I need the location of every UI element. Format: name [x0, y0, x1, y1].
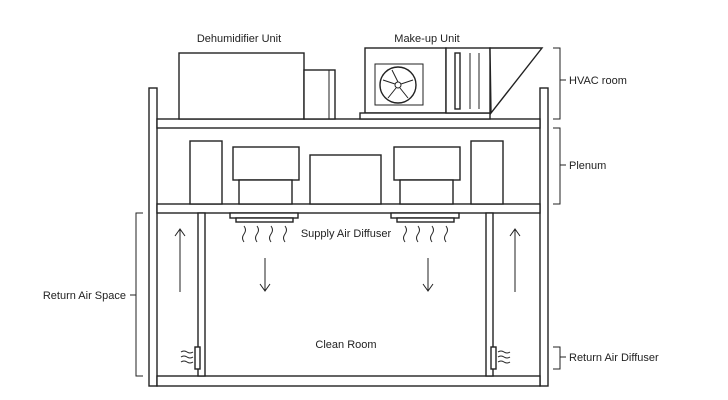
- makeup-unit: [359, 47, 544, 120]
- right-inner-wall: [485, 212, 494, 377]
- arrow-up-icon: [509, 228, 521, 292]
- makeup-unit-body: [364, 47, 447, 114]
- airflow-wave-icon: [403, 225, 448, 243]
- plenum-label: Plenum: [569, 160, 606, 172]
- return-air-space-label: Return Air Space: [43, 290, 126, 302]
- dehumidifier-side-module: [303, 69, 336, 120]
- arrow-down-icon: [259, 258, 271, 292]
- fan-filter-unit-right-bottom: [399, 179, 454, 205]
- annotation-brackets: [130, 47, 566, 377]
- fan-filter-unit-right-top: [393, 146, 461, 181]
- clean-room-label: Clean Room: [315, 339, 376, 351]
- fan-filter-unit-left-bottom: [238, 179, 293, 205]
- supply-air-diffuser-label: Supply Air Diffuser: [301, 228, 392, 240]
- supply-air-diffuser-left: [229, 212, 299, 243]
- dehumidifier-unit-label: Dehumidifier Unit: [197, 33, 281, 45]
- plenum-floor-slab: [156, 203, 541, 214]
- arrow-up-icon: [174, 228, 186, 292]
- clean-room-floor: [156, 375, 541, 387]
- hvac-room-label: HVAC room: [569, 75, 627, 87]
- plenum-duct-left: [189, 140, 223, 205]
- fan-icon: [374, 63, 424, 106]
- hvac-floor-slab: [156, 118, 541, 129]
- arrow-down-icon: [422, 258, 434, 292]
- left-inner-wall: [197, 212, 206, 377]
- left-outer-wall: [148, 87, 158, 387]
- return-air-diffuser-label: Return Air Diffuser: [569, 352, 659, 364]
- building-frame: [148, 87, 549, 387]
- airflow-wave-icon: [242, 225, 287, 243]
- return-air-diffuser-right: [490, 346, 511, 370]
- filter-element: [454, 52, 461, 110]
- airflow-arrows: [174, 228, 521, 292]
- plenum-duct-right: [470, 140, 504, 205]
- supply-air-diffuser-right: [390, 212, 460, 243]
- makeup-filter-section: [445, 47, 491, 114]
- plenum-bracket: [553, 127, 561, 205]
- return-air-diffuser-left: [180, 346, 201, 370]
- makeup-unit-base: [359, 112, 491, 120]
- hvac-room-bracket: [553, 47, 561, 120]
- return-air-diffuser-bracket: [553, 346, 561, 370]
- plenum-center-box: [309, 154, 382, 205]
- supply-duct-hood: [489, 47, 544, 115]
- dehumidifier-body: [178, 52, 305, 120]
- makeup-unit-label: Make-up Unit: [394, 33, 459, 45]
- plenum-equipment: [189, 140, 504, 205]
- right-outer-wall: [539, 87, 549, 387]
- return-air-space-bracket: [135, 212, 143, 377]
- dehumidifier-unit: [178, 52, 336, 120]
- fan-filter-unit-left-top: [232, 146, 300, 181]
